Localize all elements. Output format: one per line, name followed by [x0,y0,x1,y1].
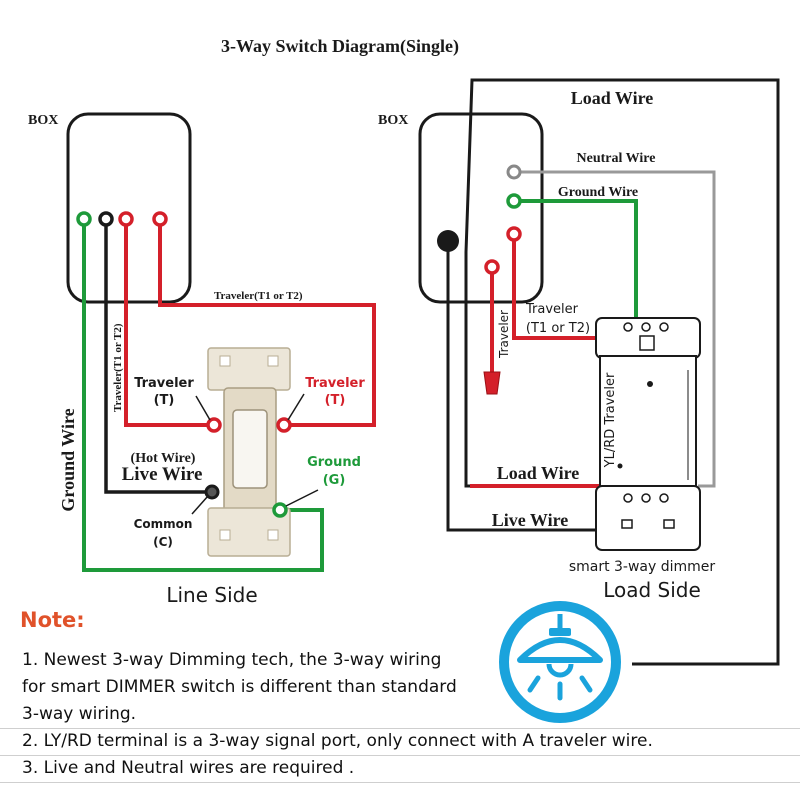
common-label: Common [134,517,193,531]
right-traveler-pointer [287,393,305,421]
left-junction-box [66,112,192,304]
load-wire-top-label: Load Wire [571,88,654,108]
smart-dimmer-label: smart 3-way dimmer [569,559,716,575]
note-line-3: 3-way wiring. [22,704,137,724]
load-side-label: Load Side [603,578,701,602]
right-traveler-sub-label: (T1 or T2) [526,321,590,336]
note-line-2: for smart DIMMER switch is different tha… [22,677,457,697]
left-box-traveler-terminal-2 [152,211,168,227]
right-traveler-wire [512,237,622,340]
right-ground-wire [520,199,638,330]
right-load-wire-label: Load Wire [497,463,580,483]
live-wire-label: Live Wire [122,464,203,485]
left-box-ground-terminal [76,211,92,227]
note-line-4: 2. LY/RD terminal is a 3-way signal port… [22,731,653,751]
ceiling-lamp-icon [499,601,621,723]
ground-sub-label: (G) [323,473,346,488]
yl-rd-traveler-label: YL/RD Traveler [603,372,618,468]
switch-ground-terminal [272,502,288,518]
common-sub-label: (C) [153,535,173,549]
standard-3way-switch [207,347,291,557]
right-load-wire [464,252,612,488]
note-line-1: 1. Newest 3-way Dimming tech, the 3-way … [22,650,442,670]
switch-traveler-terminal-right [276,417,292,433]
diagram-title: 3-Way Switch Diagram(Single) [221,36,459,57]
load-wire-loop [464,78,780,666]
note-divider-2 [0,755,800,756]
right-box-neutral-terminal [506,164,522,180]
common-pointer [191,495,209,515]
wire-nut [483,371,501,395]
hot-wire-label: (Hot Wire) [131,451,196,466]
right-box-label: BOX [378,113,408,128]
left-box-label: BOX [28,113,58,128]
left-traveler-pointer [195,395,211,421]
left-traveler-wire-2 [158,222,376,427]
ground-label: Ground [307,455,361,470]
right-traveler-t-label: Traveler [305,376,365,391]
note-divider-3 [0,782,800,783]
right-traveler-t-sub: (T) [325,393,346,408]
right-box-traveler-terminal [506,226,522,242]
right-box-live-terminal [437,230,459,252]
left-box-traveler-terminal-1 [118,211,134,227]
capped-traveler-terminal [484,259,500,275]
note-title: Note: [20,608,85,632]
left-live-wire [104,222,210,494]
right-box-ground-terminal [506,193,522,209]
right-traveler-label: Traveler [525,302,579,317]
line-side-label: Line Side [166,583,257,607]
switch-common-terminal [204,484,220,500]
right-traveler-vertical-label: Traveler [497,310,511,359]
left-ground-wire [82,222,324,572]
ground-pointer [285,489,319,507]
left-traveler-top-label: Traveler(T1 or T2) [214,290,303,302]
left-traveler-vertical-label: Traveler(T1 or T2) [112,323,124,412]
left-traveler-t-sub: (T) [154,393,175,408]
left-ground-wire-label: Ground Wire [58,408,78,511]
right-live-wire-label: Live Wire [492,510,569,530]
left-box-live-terminal [98,211,114,227]
note-line-5: 3. Live and Neutral wires are required . [22,758,355,778]
left-traveler-wire-1 [124,222,210,427]
right-ground-wire-label: Ground Wire [558,185,638,200]
left-traveler-t-label: Traveler [134,376,194,391]
neutral-wire [520,170,716,488]
right-junction-box [418,112,544,304]
switch-traveler-terminal-left [206,417,222,433]
note-divider-1 [0,728,800,729]
smart-dimmer-device [595,317,701,551]
neutral-wire-label: Neutral Wire [577,151,656,166]
